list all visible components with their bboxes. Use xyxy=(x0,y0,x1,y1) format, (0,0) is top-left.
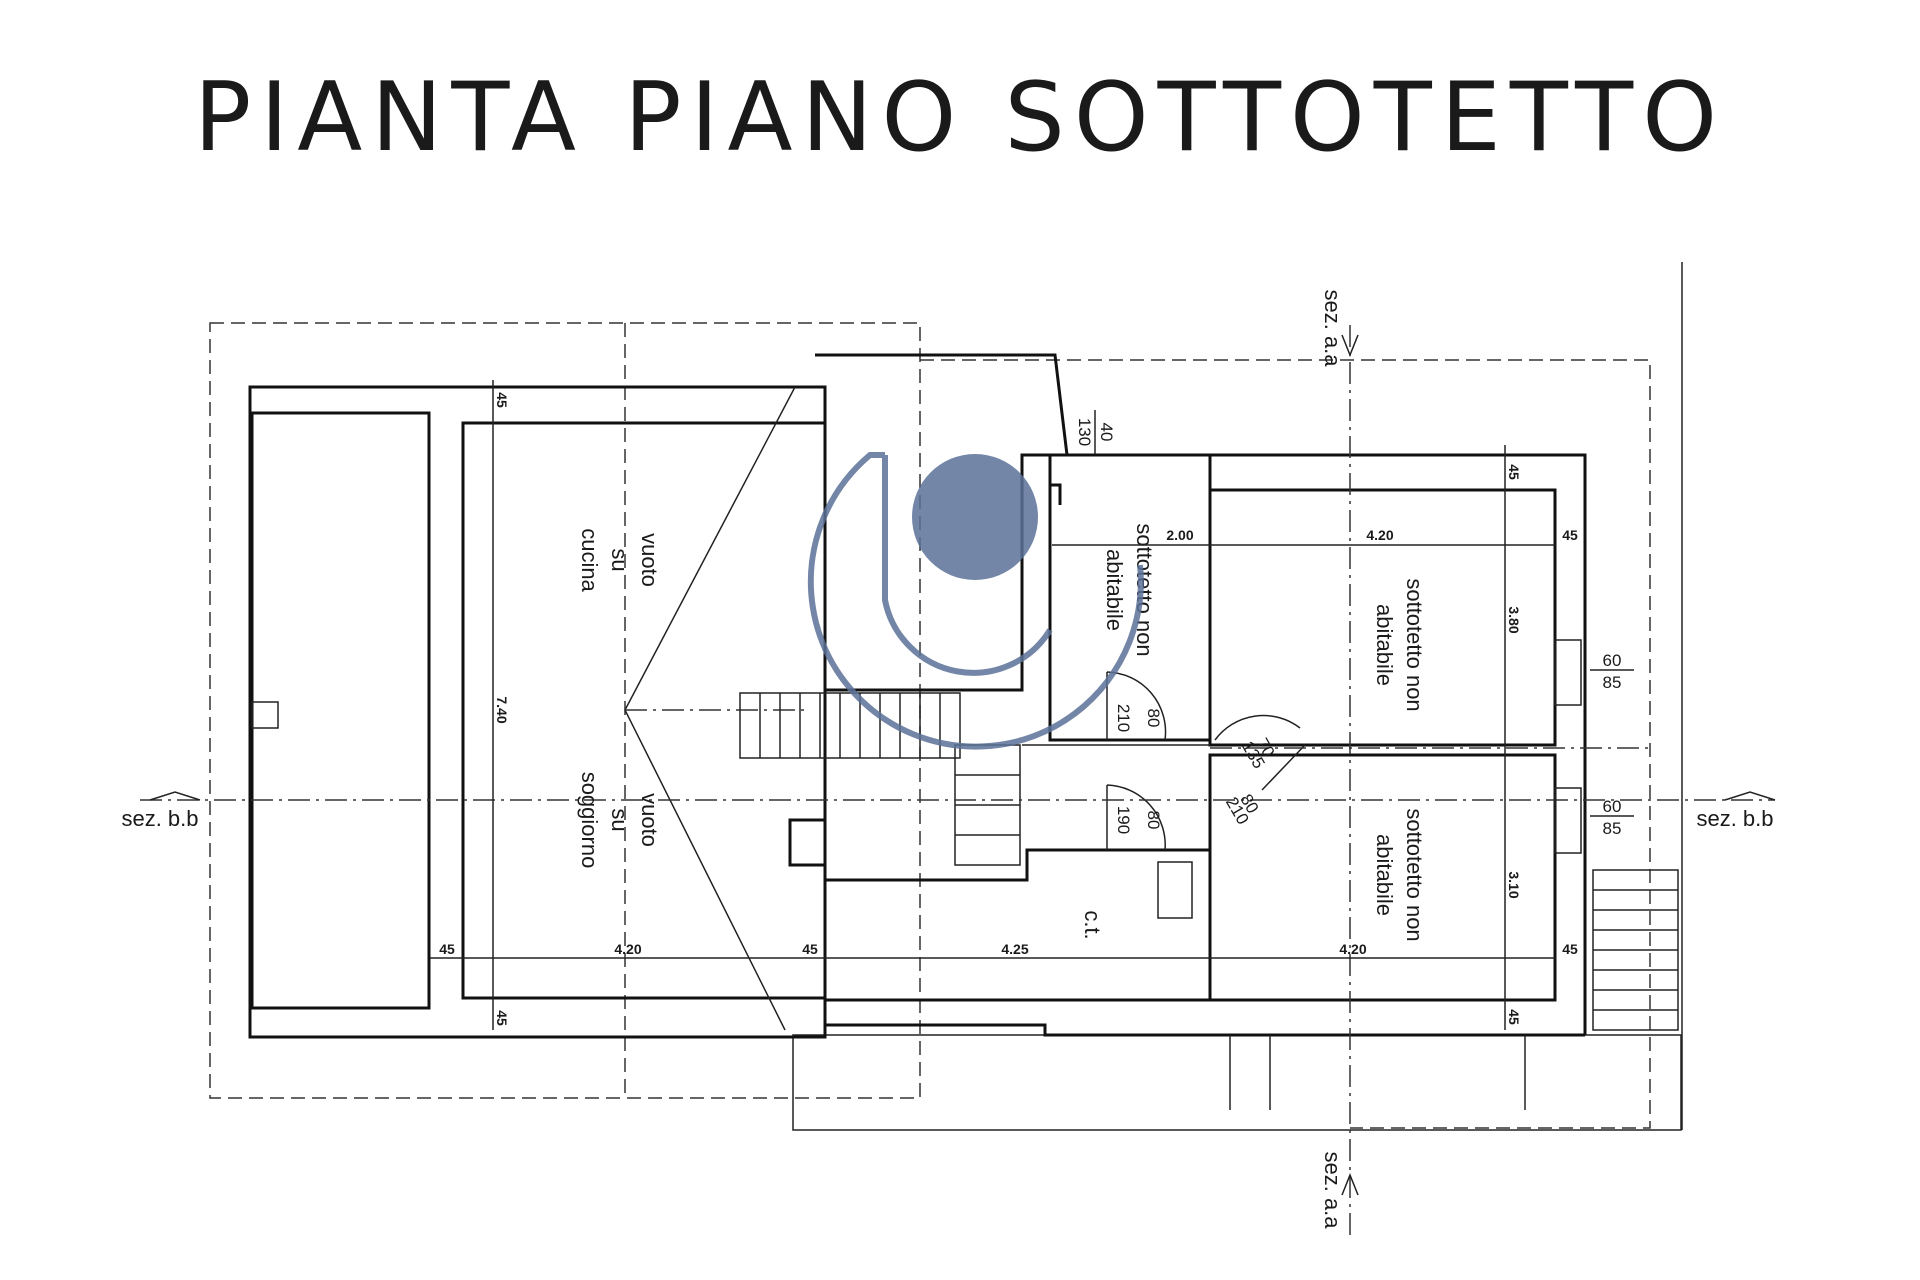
section-label-aa-top: sez. a.a xyxy=(1320,289,1345,367)
opening-height: 210 xyxy=(1114,704,1133,732)
dim-label: 4.20 xyxy=(1366,527,1393,543)
window-right-1-annotation: 60 85 xyxy=(1554,639,1634,706)
opening-width: 80 xyxy=(1144,811,1163,830)
dim-label: 45 xyxy=(1506,464,1522,480)
dim-label: 4.25 xyxy=(1001,941,1028,957)
dim-label: 45 xyxy=(439,941,455,957)
dim-label: 3.10 xyxy=(1506,871,1522,898)
room-label-line: cucina xyxy=(577,528,602,592)
dim-label: 7.40 xyxy=(494,696,510,723)
dim-label: 4.20 xyxy=(614,941,641,957)
opening-height: 190 xyxy=(1114,806,1133,834)
dim-label: 45 xyxy=(1562,941,1578,957)
room-label-line: abitabile xyxy=(1102,549,1127,631)
opening-width: 80 xyxy=(1144,709,1163,728)
door-swings xyxy=(1106,671,1306,851)
opening-width: 40 xyxy=(1097,423,1116,442)
room-ct-label: c.t. xyxy=(1080,910,1105,939)
room-sottotetto-top-right: sottotetto non abitabile xyxy=(1372,578,1427,711)
dim-label: 45 xyxy=(494,1010,510,1026)
room-vuoto-soggiorno: vuoto su soggiorno xyxy=(577,772,662,869)
stairs xyxy=(739,692,1679,1110)
opening-height: 85 xyxy=(1603,673,1622,692)
dim-label: 3.80 xyxy=(1506,606,1522,633)
room-label-line: sottotetto non xyxy=(1402,578,1427,711)
room-label-line: sottotetto non xyxy=(1402,808,1427,941)
opening-width: 60 xyxy=(1603,797,1622,816)
room-label-line: abitabile xyxy=(1372,834,1397,916)
dim-label: 45 xyxy=(494,392,510,408)
door-2-annotation: 80 190 xyxy=(1114,806,1163,834)
section-label-bb-right: sez. b.b xyxy=(1696,806,1773,831)
dim-label: 4.20 xyxy=(1339,941,1366,957)
door-3-annotation: 70 135 xyxy=(1238,735,1278,772)
right-block-walls xyxy=(815,353,1587,1037)
room-label-line: su xyxy=(607,548,632,571)
window-top-annotation: 40 130 xyxy=(1075,410,1116,454)
room-label-line: abitabile xyxy=(1372,604,1397,686)
window-right-2-annotation: 60 85 xyxy=(1554,787,1634,854)
agency-logo-watermark xyxy=(807,452,1144,750)
opening-height: 85 xyxy=(1603,819,1622,838)
dim-label: 45 xyxy=(1506,1009,1522,1025)
section-label-bb-left: sez. b.b xyxy=(121,806,198,831)
room-label-line: soggiorno xyxy=(577,772,602,869)
plan-title: PIANTA PIANO SOTTOTETTO xyxy=(194,63,1726,173)
door-1-annotation: 80 210 xyxy=(1114,704,1163,732)
room-label-line: su xyxy=(607,808,632,831)
section-lines xyxy=(140,325,1776,1235)
dim-label: 45 xyxy=(1562,527,1578,543)
dimension-lines xyxy=(430,380,1555,1030)
left-block-walls xyxy=(248,385,827,1039)
section-label-aa-bottom: sez. a.a xyxy=(1320,1151,1345,1229)
dim-label: 45 xyxy=(802,941,818,957)
room-label-line: vuoto xyxy=(637,793,662,847)
room-vuoto-cucina: vuoto su cucina xyxy=(577,528,662,592)
room-label-line: sottotetto non xyxy=(1132,523,1157,656)
opening-height: 130 xyxy=(1075,418,1094,446)
opening-width: 60 xyxy=(1603,651,1622,670)
dim-label: 2.00 xyxy=(1166,527,1193,543)
door-4-annotation: 80 210 xyxy=(1222,791,1262,828)
room-label-line: vuoto xyxy=(637,533,662,587)
room-sottotetto-bottom-right: sottotetto non abitabile xyxy=(1372,808,1427,941)
